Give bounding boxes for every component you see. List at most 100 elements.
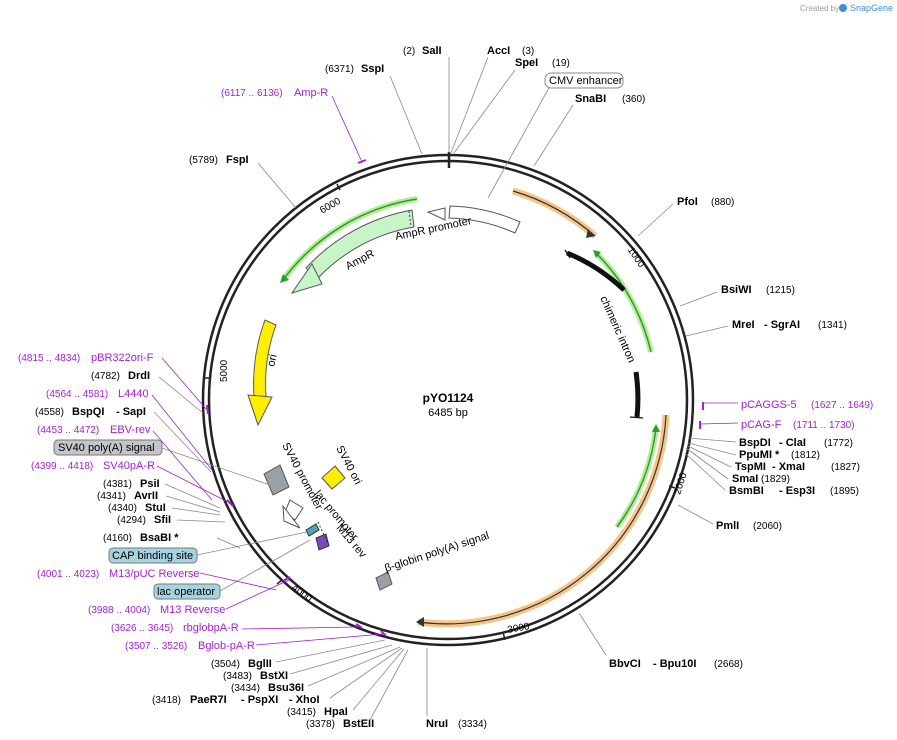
primer-bglob-pa-r[interactable]: (3507 .. 3526) Bglob-pA-R (125, 630, 387, 652)
svg-text:BsiWI: BsiWI (721, 284, 752, 296)
enzyme-speI[interactable]: SpeI (19) (453, 57, 570, 154)
svg-text:(4453 .. 4472): (4453 .. 4472) (37, 425, 99, 436)
enzyme-fspI[interactable]: (5789) FspI (189, 154, 297, 209)
enzyme-pmlI[interactable]: PmlI (2060) (677, 504, 782, 532)
enzyme-smaI[interactable]: SmaI (1829) (685, 447, 790, 485)
svg-text:- SapI: - SapI (116, 406, 146, 418)
ampr-promoter-arrow (448, 205, 521, 234)
svg-text:(3504): (3504) (211, 659, 240, 670)
primer-amp-r[interactable]: (6117 .. 6136) Amp-R (221, 87, 367, 164)
green-arrowhead-upper (593, 250, 601, 258)
svg-text:(4381): (4381) (103, 479, 132, 490)
svg-text:- SgrAI: - SgrAI (764, 319, 800, 331)
enzyme-salI[interactable]: (2) SalI (403, 45, 450, 153)
primer-l4440[interactable]: (4564 .. 4581) L4440 (46, 388, 213, 471)
enzyme-hpaI[interactable]: (3415) HpaI (287, 648, 405, 718)
primer-pcag-f[interactable]: pCAG-F (1711 .. 1730) (699, 419, 855, 431)
svg-text:(3): (3) (522, 46, 534, 57)
primer-sv40pa-r[interactable]: (4399 .. 4418) SV40pA-R (31, 460, 234, 507)
enzyme-bsiWI[interactable]: BsiWI (1215) (679, 284, 795, 307)
svg-text:(1215): (1215) (766, 285, 795, 296)
svg-text:PpuMI *: PpuMI * (739, 449, 780, 461)
enzyme-sfiI[interactable]: (4294) SfiI (117, 514, 226, 526)
svg-text:(3483): (3483) (223, 671, 252, 682)
primer-m13-puc-reverse[interactable]: (4001 .. 4023) M13/pUC Reverse (37, 568, 277, 591)
svg-text:FspI: FspI (226, 154, 249, 166)
plasmid-name: pYO1124 (423, 391, 474, 405)
svg-text:(3415): (3415) (287, 707, 316, 718)
green-arrow-upper (595, 252, 652, 353)
enzyme-pfoI[interactable]: PfoI (880) (637, 196, 734, 237)
svg-text:(2): (2) (403, 46, 415, 57)
enzyme-snaBI[interactable]: SnaBI (360) (533, 93, 645, 167)
svg-text:(1711 .. 1730): (1711 .. 1730) (793, 420, 855, 431)
enzyme-bbvCI[interactable]: BbvCI - Bpu10I (2668) (578, 612, 743, 670)
enzyme-sspI[interactable]: (6371) SspI (325, 63, 423, 155)
watermark-prefix: Created by (800, 4, 839, 13)
ampr-arrow (305, 209, 415, 279)
svg-text:(4340): (4340) (108, 503, 137, 514)
ori-label: ori (265, 353, 279, 367)
enzyme-drdI[interactable]: (4782) DrdI (91, 370, 204, 414)
svg-text:Amp-R: Amp-R (294, 87, 328, 99)
beta-globin-box (375, 571, 393, 591)
enzyme-bstXI[interactable]: (3483) BstXI (223, 644, 393, 682)
cag-region-glow (417, 414, 670, 628)
svg-text:SfiI: SfiI (154, 514, 171, 526)
primer-pbr322ori-f[interactable]: (4815 .. 4834) pBR322ori-F (18, 352, 209, 415)
svg-text:SV40pA-R: SV40pA-R (103, 460, 155, 472)
chimeric-intron-bar-lower (633, 371, 641, 418)
svg-text:rbglobpA-R: rbglobpA-R (183, 622, 239, 634)
svg-text:BstXI: BstXI (260, 670, 288, 682)
enzyme-ppuMI[interactable]: PpuMI * (1812) (687, 442, 820, 461)
plasmid-length: 6485 bp (428, 407, 468, 419)
svg-text:EBV-rev: EBV-rev (110, 424, 151, 436)
enzyme-bspDI[interactable]: BspDI - ClaI (1772) (687, 437, 853, 449)
sv40-promoter-box (263, 464, 290, 496)
enzyme-bstEII[interactable]: (3378) BstEII (306, 649, 409, 730)
enzyme-nruI[interactable]: NruI (3334) (426, 648, 487, 730)
primer-rbglobpa-r[interactable]: (3626 .. 3645) rbglobpA-R (111, 622, 363, 634)
svg-text:(19): (19) (552, 58, 570, 69)
primer-pcaggs-5[interactable]: pCAGGS-5 (1627 .. 1649) (702, 399, 873, 411)
svg-text:Bglob-pA-R: Bglob-pA-R (198, 640, 255, 652)
svg-text:HpaI: HpaI (324, 706, 348, 718)
svg-text:pCAGGS-5: pCAGGS-5 (741, 399, 797, 411)
enzyme-psiI[interactable]: (4381) PsiI (103, 478, 221, 509)
enzyme-bsu36I[interactable]: (3434) Bsu36I (231, 646, 401, 694)
svg-text:(2060): (2060) (753, 521, 782, 532)
enzyme-accI[interactable]: AccI (3) (450, 45, 534, 154)
enzyme-bsmBI[interactable]: BsmBI - Esp3I (1895) (684, 452, 859, 497)
enzyme-avrII[interactable]: (4341) AvrII (97, 490, 221, 513)
svg-text:(1827): (1827) (831, 462, 860, 473)
enzyme-bspQI[interactable]: (4558) BspQI - SapI (35, 406, 212, 473)
tick-label-3000: 3000 (507, 621, 531, 636)
cmv-arrowhead (586, 229, 595, 238)
svg-text:AccI: AccI (487, 45, 510, 57)
svg-text:(6371): (6371) (325, 64, 354, 75)
svg-text:(4160): (4160) (103, 533, 132, 544)
primer-m13-reverse[interactable]: (3988 .. 4004) M13 Reverse (88, 576, 291, 616)
enzyme-paeR7I[interactable]: (3418) PaeR7I - PspXI - XhoI (152, 647, 403, 706)
enzyme-bsaBI[interactable]: (4160) BsaBI * (103, 532, 241, 549)
green-arrowhead-left (280, 274, 289, 283)
svg-text:(4294): (4294) (117, 515, 146, 526)
svg-text:- Esp3I: - Esp3I (779, 485, 815, 497)
svg-text:BstEII: BstEII (343, 718, 374, 730)
enzyme-bglII[interactable]: (3504) BglII (211, 639, 386, 670)
lac-operator-callout (153, 583, 221, 600)
enzyme-tspMI[interactable]: TspMI - XmaI (1827) (687, 445, 860, 473)
svg-text:StuI: StuI (145, 502, 166, 514)
enzyme-mreI[interactable]: MreI - SgrAI (1341) (685, 319, 847, 337)
cag-arrowhead (416, 617, 424, 627)
svg-text:(3418): (3418) (152, 695, 181, 706)
svg-text:SmaI: SmaI (732, 473, 758, 485)
svg-text:BsmBI: BsmBI (729, 485, 764, 497)
svg-text:(1772): (1772) (824, 438, 853, 449)
svg-text:(1341): (1341) (818, 320, 847, 331)
svg-text:(4001 .. 4023): (4001 .. 4023) (37, 569, 99, 580)
enzyme-stuI[interactable]: (4340) StuI (108, 502, 221, 516)
cmv-enhancer-label: CMV enhancer (549, 75, 623, 87)
svg-text:BspQI: BspQI (72, 406, 104, 418)
